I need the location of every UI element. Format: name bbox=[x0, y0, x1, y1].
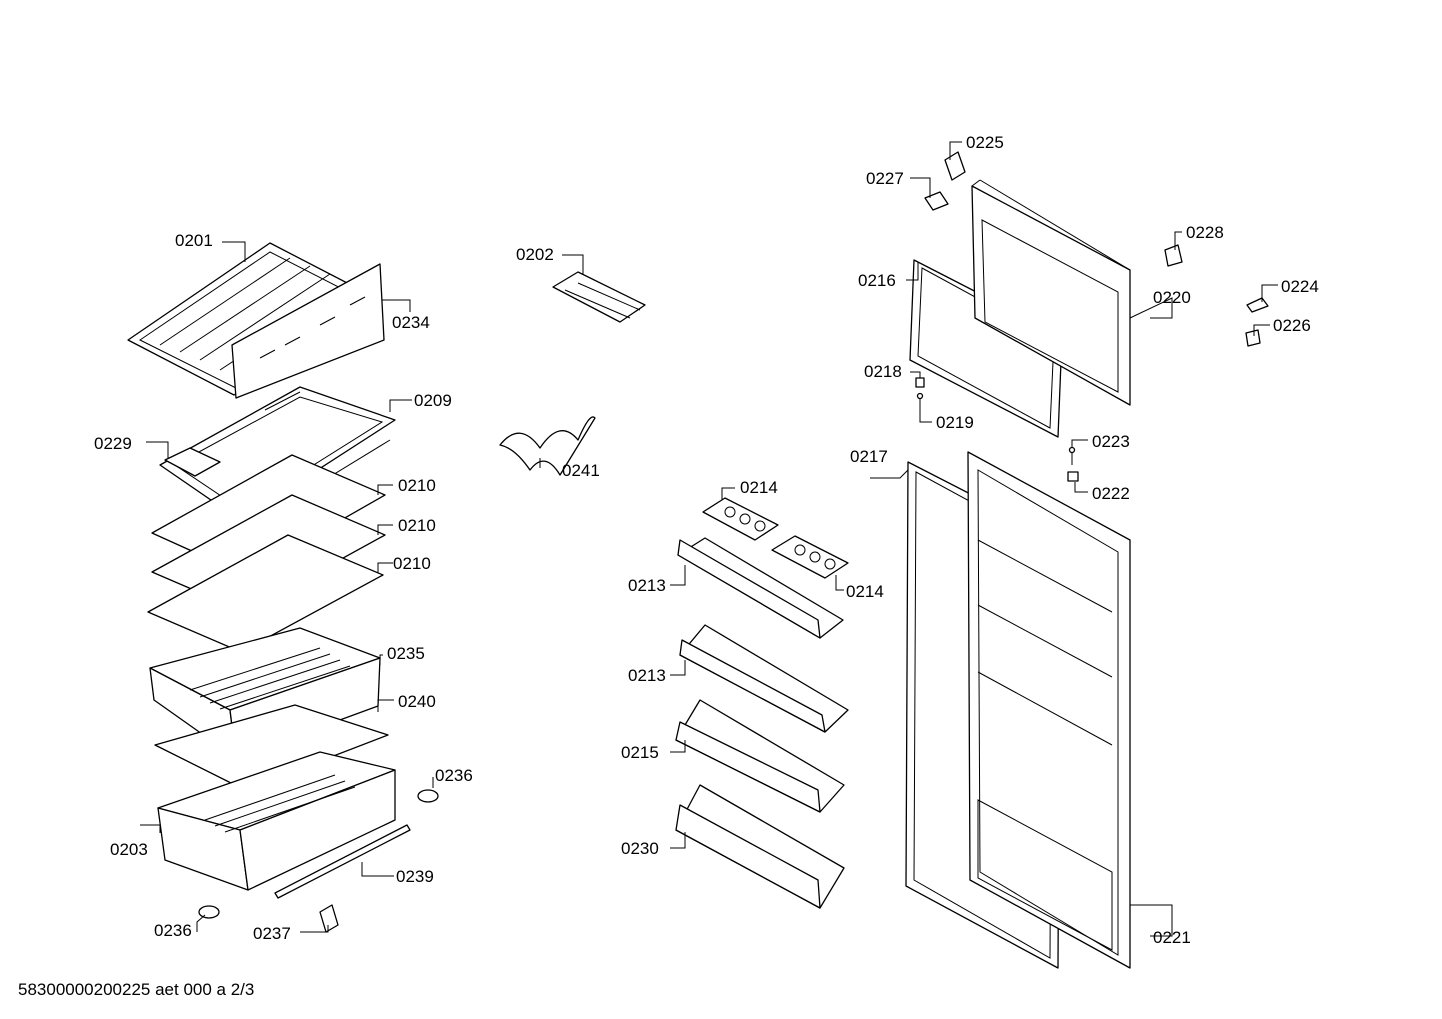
label-0215: 0215 bbox=[621, 743, 659, 762]
part-0222-bushing bbox=[1067, 471, 1079, 482]
label-0225: 0225 bbox=[966, 133, 1004, 152]
label-0217: 0217 bbox=[850, 447, 888, 466]
part-0221-fridge-door bbox=[967, 451, 1131, 969]
label-0222: 0222 bbox=[1092, 484, 1130, 503]
part-0214-egg-tray-b bbox=[771, 535, 849, 579]
label-0210-b: 0210 bbox=[398, 516, 436, 535]
label-0201: 0201 bbox=[175, 231, 213, 250]
label-0202: 0202 bbox=[516, 245, 554, 264]
label-0230: 0230 bbox=[621, 839, 659, 858]
label-0209: 0209 bbox=[414, 391, 452, 410]
part-0215-door-shelf bbox=[675, 699, 845, 813]
part-0223-screw bbox=[1068, 446, 1076, 465]
part-0219-screw bbox=[916, 392, 924, 412]
part-0228-hinge bbox=[1164, 244, 1183, 267]
part-0234-panel bbox=[231, 263, 385, 399]
part-0225-hinge bbox=[944, 151, 966, 181]
part-0227-cap bbox=[924, 191, 949, 211]
label-0229: 0229 bbox=[94, 434, 132, 453]
label-0236-a: 0236 bbox=[435, 766, 473, 785]
part-0229-clip bbox=[164, 447, 221, 477]
label-0241: 0241 bbox=[562, 461, 600, 480]
label-0214-a: 0214 bbox=[740, 478, 778, 497]
label-0219: 0219 bbox=[936, 413, 974, 432]
part-0237-clip bbox=[319, 904, 339, 933]
label-0240: 0240 bbox=[398, 692, 436, 711]
document-id: 58300000200225 aet 000 a 2/3 bbox=[18, 980, 255, 999]
label-0239: 0239 bbox=[396, 867, 434, 886]
label-0237: 0237 bbox=[253, 924, 291, 943]
label-0224: 0224 bbox=[1281, 277, 1319, 296]
part-0240-glass-plate bbox=[154, 704, 389, 791]
part-0220-freezer-door bbox=[971, 179, 1131, 406]
part-0214-egg-tray-a bbox=[702, 497, 779, 541]
label-0210-c: 0210 bbox=[393, 554, 431, 573]
label-0234: 0234 bbox=[392, 313, 430, 332]
part-0202-ice-tray bbox=[552, 271, 646, 323]
label-0221: 0221 bbox=[1153, 928, 1191, 947]
label-0214-b: 0214 bbox=[846, 582, 884, 601]
label-0220: 0220 bbox=[1153, 288, 1191, 307]
label-0216: 0216 bbox=[858, 271, 896, 290]
label-0227: 0227 bbox=[866, 169, 904, 188]
part-0224-cap bbox=[1246, 297, 1269, 313]
part-0230-door-shelf bbox=[675, 784, 845, 909]
part-0210-glass-shelf-3 bbox=[147, 534, 384, 653]
label-0213-a: 0213 bbox=[628, 576, 666, 595]
label-0210-a: 0210 bbox=[398, 476, 436, 495]
label-0223: 0223 bbox=[1092, 432, 1130, 451]
label-0235: 0235 bbox=[387, 644, 425, 663]
label-0226: 0226 bbox=[1273, 316, 1311, 335]
label-0218: 0218 bbox=[864, 362, 902, 381]
part-0218-bushing bbox=[915, 377, 925, 388]
label-0236-b: 0236 bbox=[154, 921, 192, 940]
label-0228: 0228 bbox=[1186, 223, 1224, 242]
part-0226-cover bbox=[1245, 329, 1261, 347]
leader-lines bbox=[140, 141, 1278, 937]
part-0236-foot-b bbox=[198, 905, 220, 919]
label-0203: 0203 bbox=[110, 840, 148, 859]
label-0213-b: 0213 bbox=[628, 666, 666, 685]
part-0239-strip bbox=[274, 824, 411, 899]
part-0241-rack bbox=[499, 416, 596, 476]
part-0236-foot-a bbox=[417, 789, 439, 803]
part-0213-door-shelf-a bbox=[677, 537, 844, 639]
part-0213-door-shelf-b bbox=[679, 624, 849, 733]
part-0203-drawer bbox=[157, 751, 396, 891]
